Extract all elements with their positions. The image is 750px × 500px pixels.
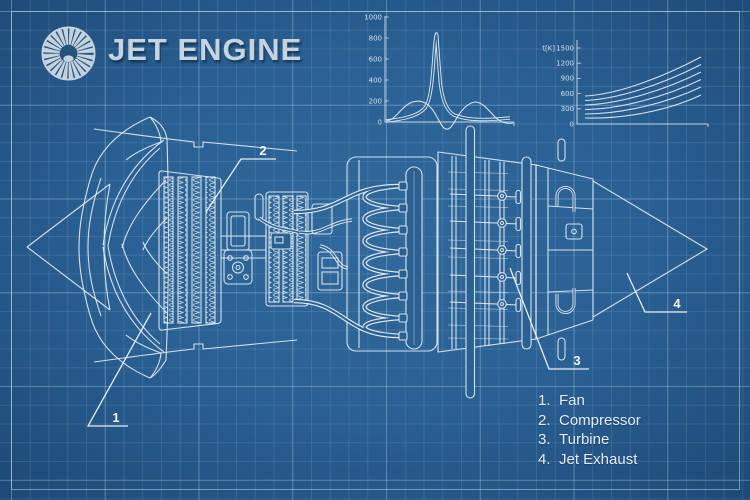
svg-text:600: 600	[561, 90, 574, 98]
page-title: JET ENGINE	[108, 32, 303, 67]
svg-text:0: 0	[378, 119, 382, 127]
callout-number-1: 1	[112, 410, 119, 425]
hp-compressor	[265, 191, 309, 307]
pressure-peak-chart: 1000 800 600 400 200 0	[364, 14, 515, 130]
callout-line-4	[626, 272, 687, 313]
legend-item-fan: 1.Fan	[538, 392, 585, 409]
callout-line-1	[86, 312, 152, 427]
svg-text:200: 200	[369, 98, 382, 106]
fuel-manifold	[398, 166, 423, 350]
turbine-bolts	[449, 189, 522, 313]
callout-number-4: 4	[673, 296, 681, 311]
svg-text:1000: 1000	[364, 14, 382, 22]
callout-line-2	[205, 158, 276, 213]
svg-text:1200: 1200	[556, 60, 574, 68]
parts-legend: 1.Fan 2.Compressor 3.Turbine 4.Jet Exhau…	[538, 391, 641, 469]
callout-number-2: 2	[259, 143, 266, 158]
turbine-fan-icon	[41, 26, 96, 81]
fan-casing	[93, 128, 298, 363]
svg-text:400: 400	[369, 77, 382, 85]
temperature-chart: t[K] 1500 1200 900 600 300 0	[542, 40, 709, 128]
chart1-peak-curve	[385, 32, 511, 123]
turbine-section	[437, 125, 537, 399]
callout-number-3: 3	[573, 353, 580, 368]
chart2-curves	[584, 56, 702, 119]
chart2-ylabel: t[K]	[542, 44, 555, 52]
svg-text:300: 300	[561, 105, 574, 113]
gearbox	[221, 193, 267, 285]
fuel-pipes	[293, 183, 403, 339]
legend-item-compressor: 2.Compressor	[538, 411, 641, 429]
fan-blades	[78, 116, 169, 379]
chart1-axes	[384, 16, 515, 126]
nose-cone	[26, 183, 111, 311]
legend-item-jet-exhaust: 4.Jet Exhaust	[538, 450, 638, 468]
svg-text:1500: 1500	[556, 44, 574, 52]
exhaust-cone	[592, 180, 709, 318]
chart1-wave-curve	[385, 100, 514, 130]
callout-line-3	[509, 267, 589, 370]
svg-text:600: 600	[369, 56, 382, 64]
chart1-ytick-labels: 1000 800 600 400 200 0	[364, 14, 382, 127]
border-frame	[11, 11, 740, 490]
svg-text:800: 800	[369, 35, 382, 43]
chart2-axes	[576, 40, 709, 127]
svg-text:0: 0	[570, 120, 574, 128]
compressor-section	[158, 170, 222, 331]
svg-text:900: 900	[561, 75, 574, 83]
callout-lines	[86, 158, 687, 427]
rear-casing	[535, 138, 594, 361]
legend-item-turbine: 3.Turbine	[538, 431, 610, 449]
chart2-ytick-labels: 1500 1200 900 600 300 0	[556, 44, 574, 128]
